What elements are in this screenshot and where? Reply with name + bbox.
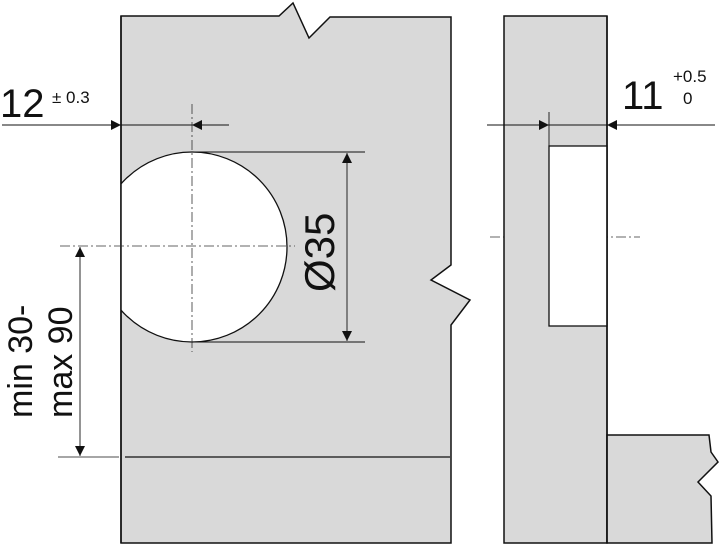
cup-pocket: [548, 145, 608, 327]
edge-distance-tolerance: ± 0.3: [52, 88, 90, 107]
drill-depth-tol-upper: +0.5: [673, 67, 707, 86]
diameter-dimension: [192, 151, 365, 343]
cabinet-side-panel: [606, 434, 719, 544]
drill-depth-dimension: [487, 112, 715, 146]
drill-depth-tol-lower: 0: [683, 89, 692, 108]
center-distance-min: min 30-: [2, 305, 40, 418]
center-distance-max: max 90: [42, 307, 80, 419]
drill-depth-value: 11: [622, 74, 664, 118]
edge-distance-value: 12: [0, 82, 45, 126]
door-panel-front: [120, 1, 472, 544]
diameter-value: Ø35: [296, 213, 343, 292]
